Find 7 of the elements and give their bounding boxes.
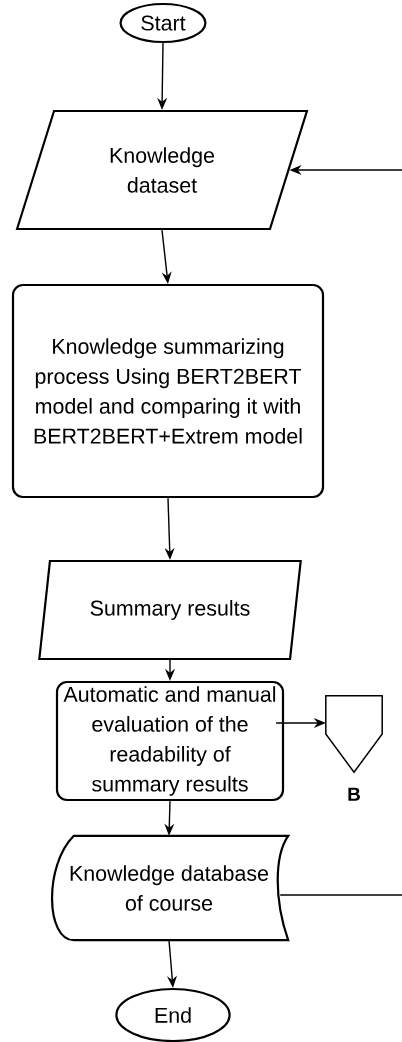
data-parallelogram: Knowledge dataset <box>15 109 309 231</box>
process-box: Knowledge summarizing process Using BERT2BERT model and comparing it with BERT2BERT+Extrem model <box>11 283 325 499</box>
connector-label: B <box>348 787 360 801</box>
process-box: Automatic and manual evaluation of the readability of summary results <box>55 680 285 802</box>
off-page-connector <box>325 695 383 774</box>
data-parallelogram: Summary results <box>38 559 302 661</box>
terminal-oval: Start <box>119 2 207 44</box>
